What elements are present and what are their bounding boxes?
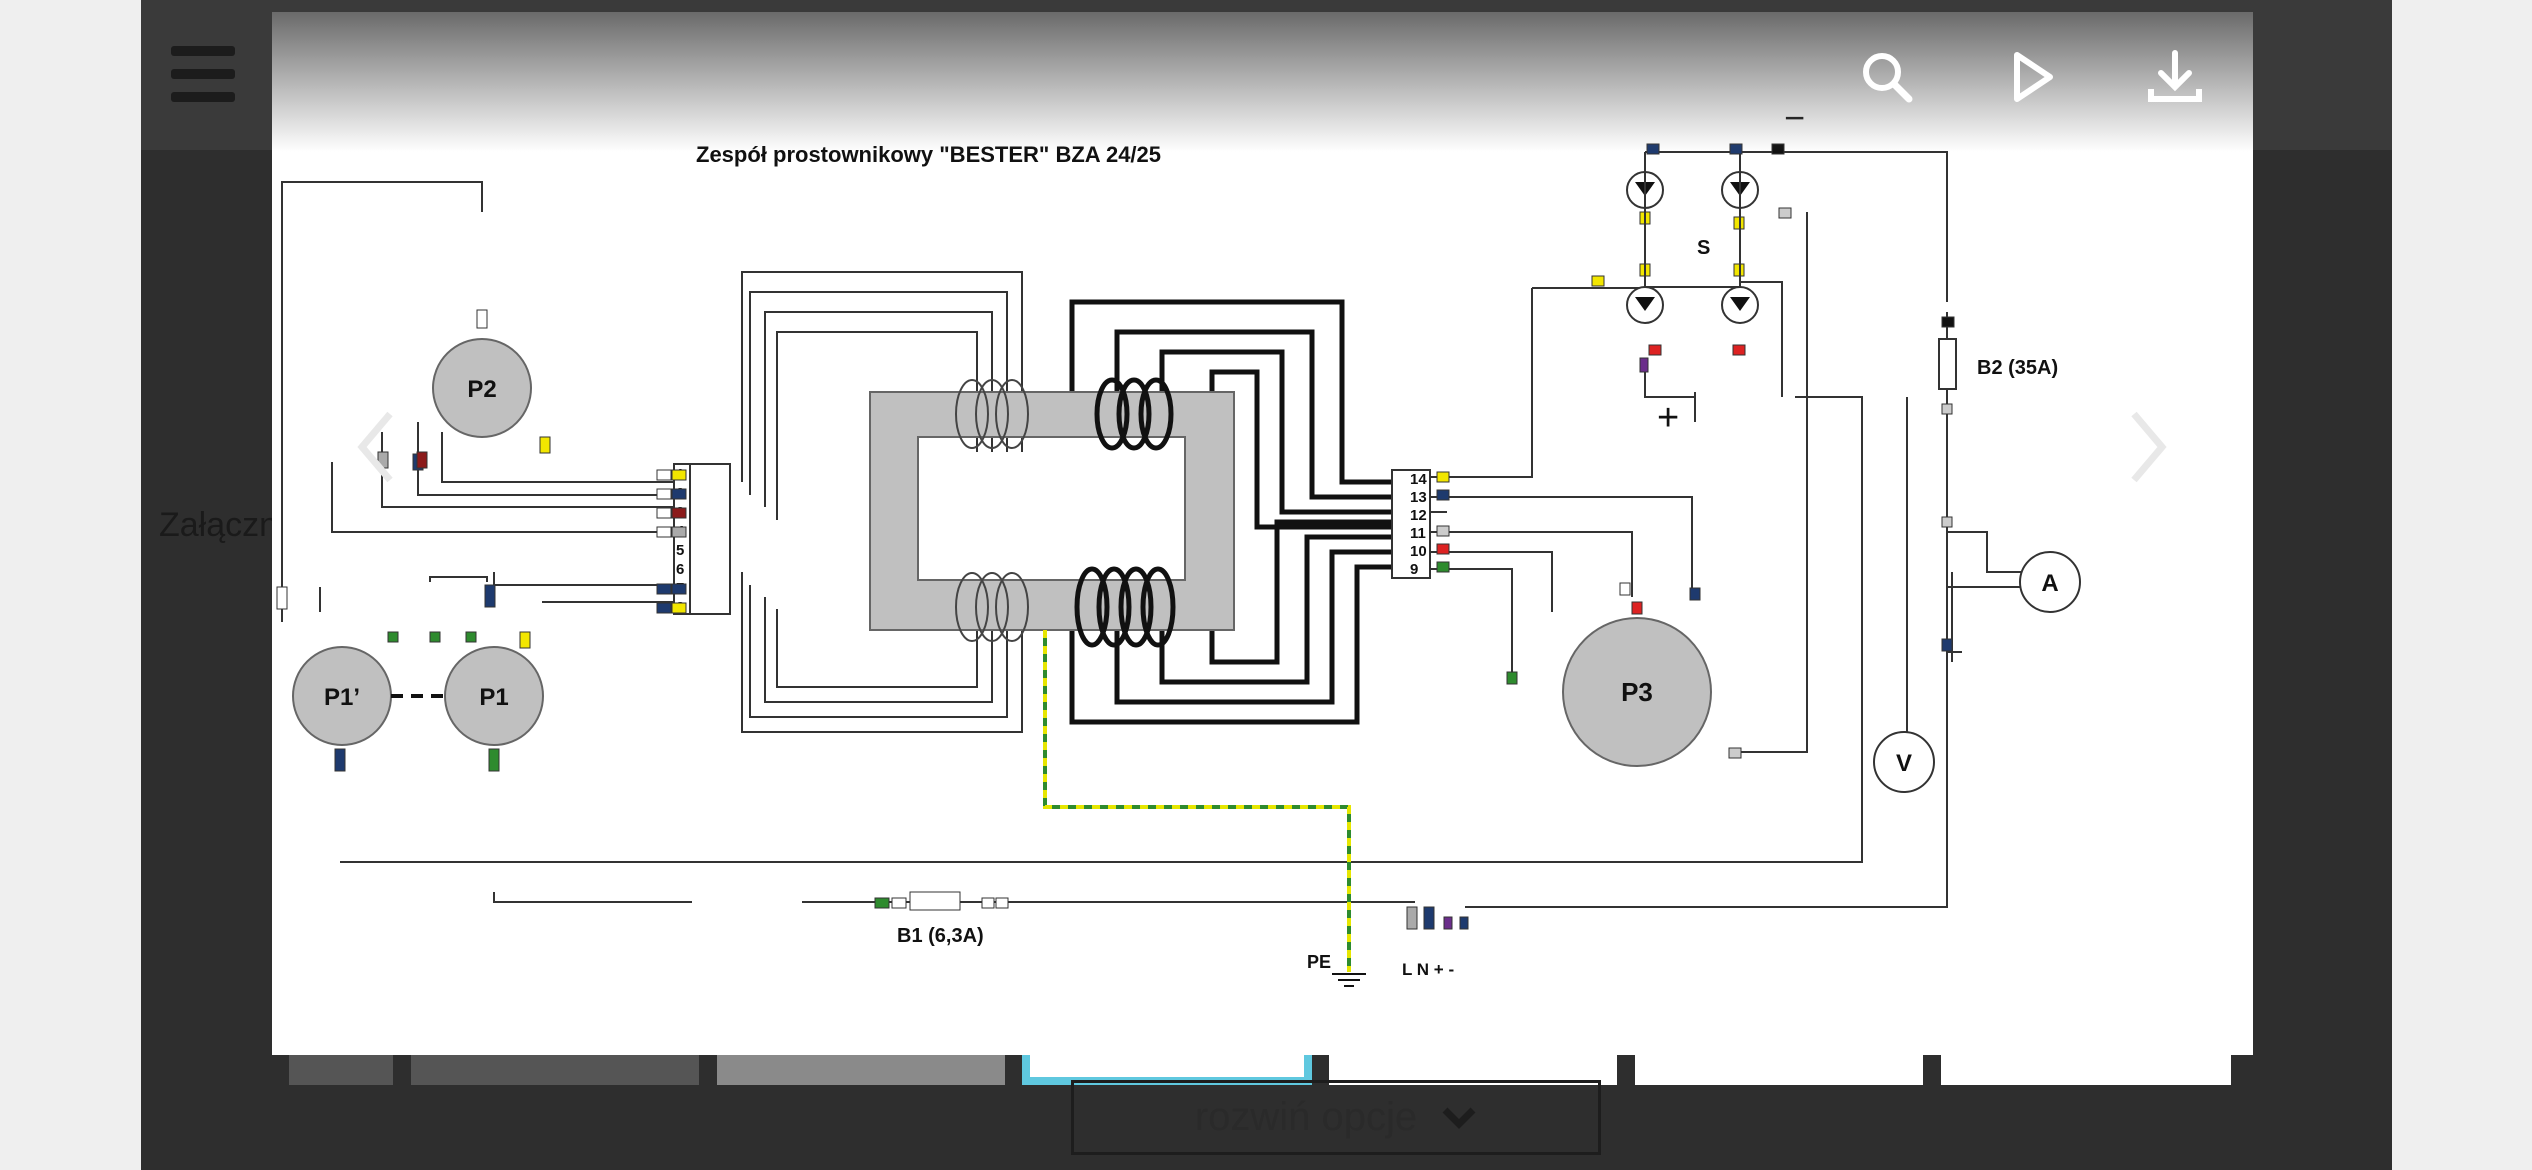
play-icon bbox=[2014, 52, 2053, 102]
expand-options-button[interactable]: rozwiń opcje bbox=[1071, 1080, 1601, 1155]
terminal-label: 11 bbox=[1410, 525, 1426, 542]
terminal-label: 10 bbox=[1410, 543, 1427, 560]
motor-p3 bbox=[1562, 617, 1712, 767]
zoom-icon bbox=[1863, 53, 1913, 103]
zoom-button[interactable] bbox=[1852, 42, 1922, 112]
terminal-label: 13 bbox=[1410, 489, 1427, 506]
terminal-label: 12 bbox=[1410, 507, 1427, 524]
voltmeter-label: V bbox=[1896, 750, 1912, 777]
p3-label: P3 bbox=[1621, 677, 1653, 707]
next-image-button[interactable] bbox=[2112, 392, 2182, 502]
toolbar-gradient bbox=[272, 12, 2253, 152]
chevron-down-icon bbox=[1442, 1107, 1476, 1129]
fuse-b1-label: B1 (6,3A) bbox=[897, 925, 984, 947]
play-button[interactable] bbox=[1997, 42, 2067, 112]
chevron-left-icon bbox=[357, 411, 393, 483]
wiring-diagram: 1 2 3 4 5 6 7 8 14 13 12 11 10 9 bbox=[276, 97, 2081, 987]
pe-label: PE bbox=[1307, 952, 1331, 972]
bridge-label: S bbox=[1697, 237, 1710, 259]
image-viewer: 1 2 3 4 5 6 7 8 14 13 12 11 10 9 bbox=[272, 12, 2253, 1055]
attachments-label: Załączn bbox=[159, 506, 279, 544]
motor-p2 bbox=[432, 338, 532, 438]
menu-icon[interactable] bbox=[171, 46, 235, 102]
terminal-label: 9 bbox=[1410, 561, 1418, 578]
ammeter-label: A bbox=[2041, 570, 2058, 597]
download-button[interactable] bbox=[2140, 42, 2210, 112]
motor-p1 bbox=[444, 646, 544, 746]
p1prime-label: P1’ bbox=[324, 684, 360, 711]
p2-label: P2 bbox=[467, 376, 496, 403]
plus-label: + bbox=[1657, 397, 1679, 439]
terminal-label: 14 bbox=[1410, 471, 1427, 488]
p1-label: P1 bbox=[479, 684, 508, 711]
previous-image-button[interactable] bbox=[342, 392, 412, 502]
mains-label: L N + - bbox=[1402, 960, 1454, 979]
download-icon bbox=[2148, 50, 2202, 102]
terminal-label: 5 bbox=[676, 542, 684, 559]
terminal-label: 6 bbox=[676, 561, 684, 578]
expand-options-label: rozwiń opcje bbox=[1194, 1095, 1418, 1139]
fuse-b2-label: B2 (35A) bbox=[1977, 357, 2058, 379]
chevron-right-icon bbox=[2131, 411, 2167, 483]
